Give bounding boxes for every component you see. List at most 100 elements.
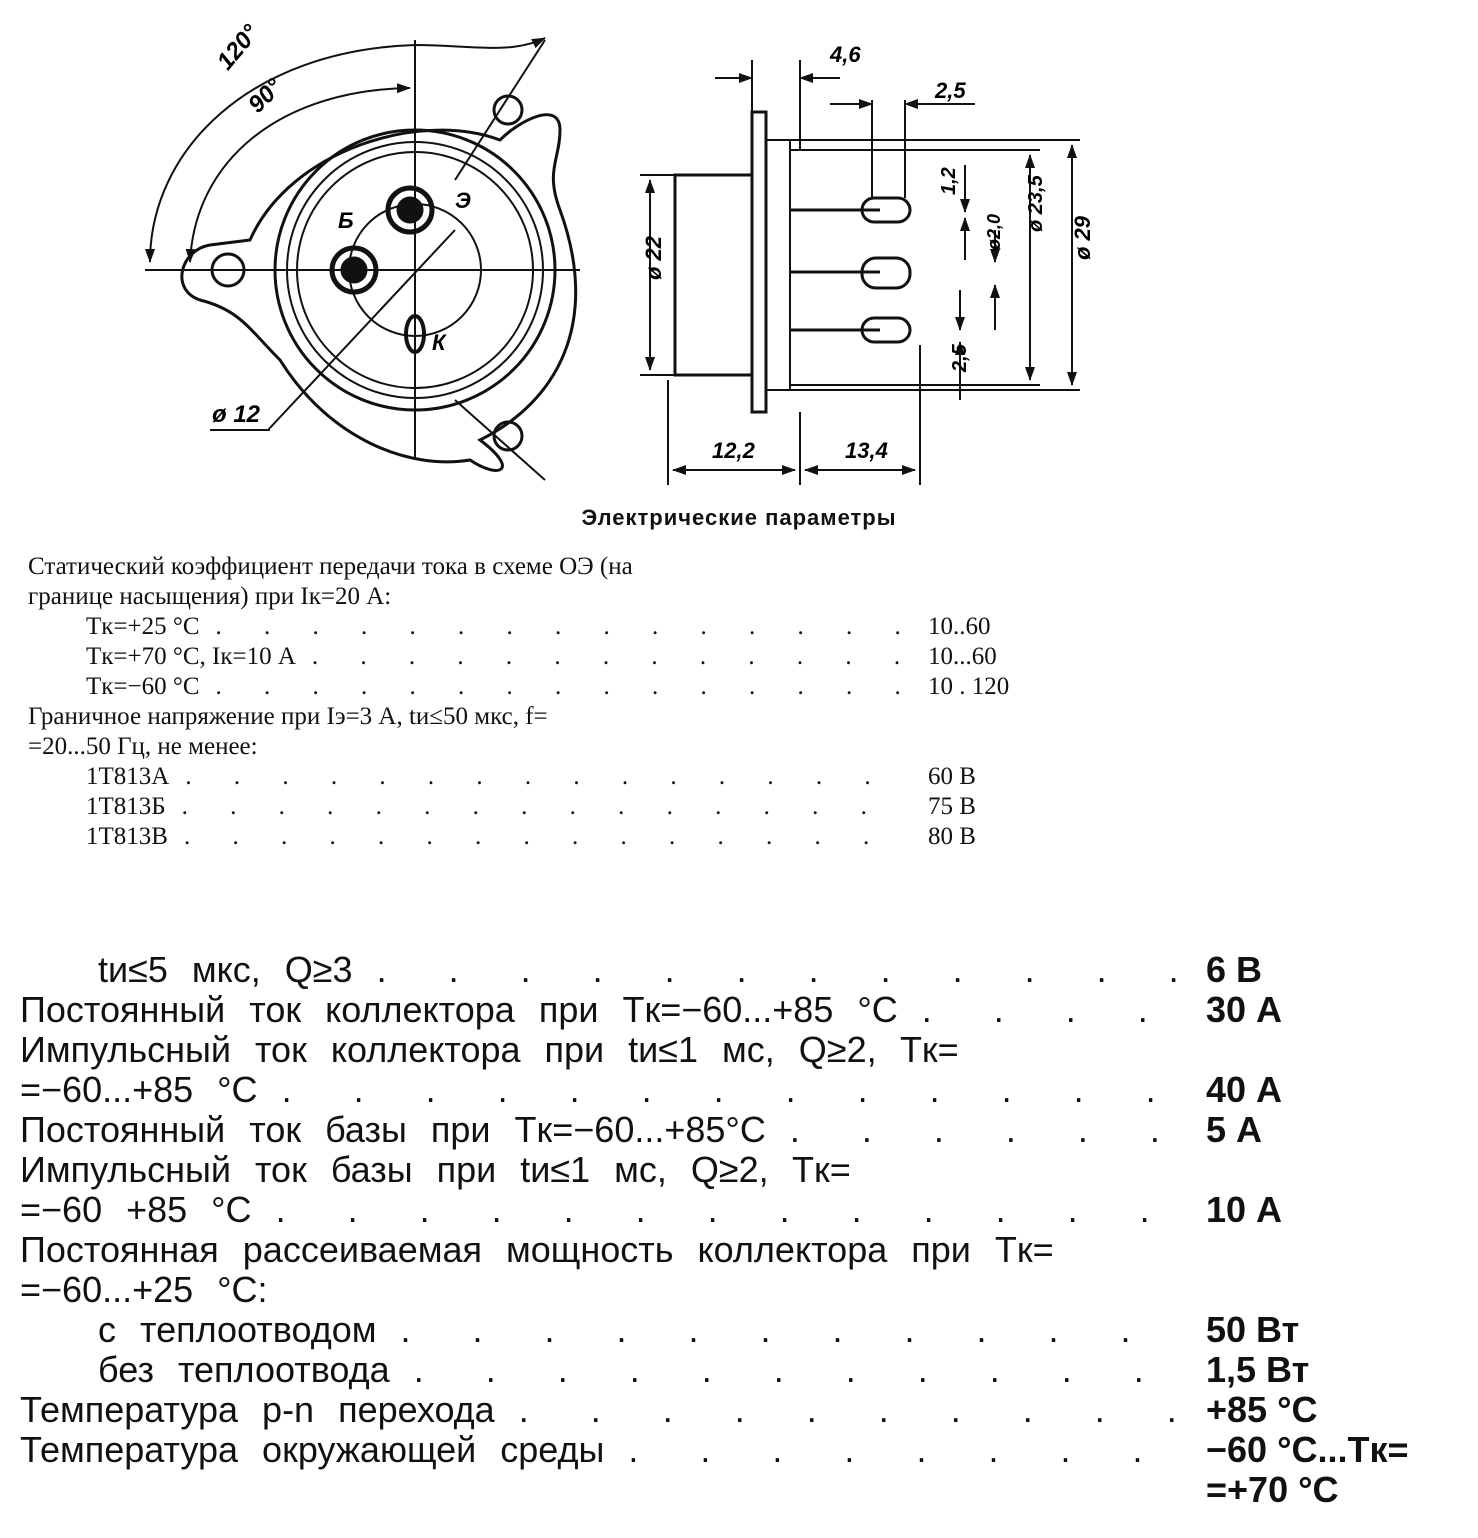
parameter-label-cell: =−60...+85 °C (20, 1070, 1190, 1110)
parameter-label: Постоянная рассеиваемая мощность коллект… (20, 1230, 1054, 1270)
parameter-value: 60 В (928, 763, 976, 790)
transistor-package-drawing: 120° 90° ø 12 Б Э К 4,6 2,5 1,2 ø2,0 ø 2… (145, 19, 1095, 485)
angle-120-label: 120° (212, 19, 265, 75)
parameter-label: без теплоотвода (98, 1350, 390, 1390)
parameter-value: 10..60 (928, 613, 991, 640)
parameter-label: =−60...+25 °C: (20, 1270, 268, 1310)
parameter-label-cell: Статический коэффициент передачи тока в … (28, 552, 908, 582)
dim-12-2-label: 12,2 (712, 438, 756, 463)
leader-dots (296, 642, 908, 672)
parameter-label: с теплоотводом (98, 1310, 377, 1350)
parameter-row: tи≤5 мкс, Q≥3 6 В (20, 950, 1470, 990)
dim-4-6-label: 4,6 (829, 42, 861, 67)
parameter-row: границе насыщения) при Iк=20 А: (28, 582, 1028, 612)
section-heading: Электрические параметры (581, 505, 897, 530)
parameter-value (1190, 1150, 1470, 1190)
parameter-row: 1Т813А 60 В (28, 762, 1028, 792)
parameter-value (1190, 1230, 1470, 1270)
leader-dots (168, 822, 908, 852)
parameter-value (1190, 1030, 1470, 1070)
parameter-row: Статический коэффициент передачи тока в … (28, 552, 1028, 582)
parameter-row: без теплоотвода 1,5 Вт (20, 1350, 1470, 1390)
parameter-row: =+70 °C (20, 1470, 1470, 1510)
parameter-label: Tк=+70 °C, Iк=10 А (86, 643, 296, 670)
parameter-label-cell: Импульсный ток коллектора при tи≤1 мс, Q… (20, 1030, 1190, 1070)
parameter-value (908, 582, 1028, 612)
dim-2-5-bottom-label: 2,5 (949, 343, 971, 373)
parameter-label-cell: Постоянный ток коллектора при Tк=−60...+… (20, 990, 1190, 1030)
leader-dots (200, 612, 908, 642)
parameter-label-cell: границе насыщения) при Iк=20 А: (28, 582, 908, 612)
pin-k-label: К (432, 330, 447, 355)
parameter-row: Постоянный ток коллектора при Tк=−60...+… (20, 990, 1470, 1030)
parameter-label: Импульсный ток коллектора при tи≤1 мс, Q… (20, 1030, 959, 1070)
parameter-label-cell: Граничное напряжение при Iэ=3 А, tи≤50 м… (28, 702, 908, 732)
parameter-label-cell: Tк=−60 °C (28, 672, 908, 702)
parameter-label-cell: Tк=+70 °C, Iк=10 А (28, 642, 908, 672)
parameter-label: Tк=+25 °C (86, 613, 200, 640)
parameter-label-cell: Температура p-n перехода (20, 1390, 1190, 1430)
parameter-row: Граничное напряжение при Iэ=3 А, tи≤50 м… (28, 702, 1028, 732)
parameter-row: Импульсный ток базы при tи≤1 мс, Q≥2, Tк… (20, 1150, 1470, 1190)
parameter-label-cell: без теплоотвода (20, 1350, 1190, 1390)
parameter-value: 50 Вт (1206, 1309, 1300, 1350)
parameter-label-cell: Температура окружающей среды (20, 1430, 1190, 1470)
parameters-list-lower: tи≤5 мкс, Q≥3 6 В Постоянный ток коллектор… (20, 950, 1470, 1510)
parameter-label: Температура окружающей среды (20, 1430, 605, 1470)
lead-middle (860, 256, 912, 290)
mount-hole-top (492, 94, 524, 126)
leader-dots (390, 1350, 1190, 1390)
parameter-label-cell: 1Т813А (28, 762, 908, 792)
parameter-value: 6 В (1206, 949, 1263, 990)
parameter-value: 40 А (1206, 1069, 1283, 1110)
parameter-row: Импульсный ток коллектора при tи≤1 мс, Q… (20, 1030, 1470, 1070)
pin-e-label: Э (455, 188, 471, 213)
parameter-value: 80 В (928, 823, 976, 850)
parameter-label: Постоянный ток базы при Tк=−60...+85°C (20, 1110, 766, 1150)
parameter-row: Температура окружающей среды−60 °C...Tк= (20, 1430, 1470, 1470)
parameter-row: =−60...+85 °C 40 А (20, 1070, 1470, 1110)
parameter-label: =20...50 Гц, не менее: (28, 733, 258, 760)
parameter-label-cell: tи≤5 мкс, Q≥3 (20, 950, 1190, 990)
parameter-label-cell: Постоянный ток базы при Tк=−60...+85°C (20, 1110, 1190, 1150)
leader-dots (898, 990, 1190, 1030)
parameter-value (908, 552, 1028, 582)
parameter-value (1190, 1270, 1470, 1310)
parameters-list-upper: Статический коэффициент передачи тока в … (28, 552, 1028, 852)
parameter-row: =−60 +85 °C10 А (20, 1190, 1470, 1230)
parameter-row: Tк=+25 °C 10..60 (28, 612, 1028, 642)
leader-dots (376, 1310, 1190, 1350)
parameter-value (908, 702, 1028, 732)
dim-d29-label: ø 29 (1070, 215, 1095, 260)
parameter-value: 75 В (928, 793, 976, 820)
parameter-label: tи≤5 мкс, Q≥3 (98, 950, 353, 990)
leader-dots (252, 1190, 1190, 1230)
parameter-label-cell: =−60...+25 °C: (20, 1270, 1190, 1310)
leader-dots (166, 792, 908, 822)
parameter-value: =+70 °C (1206, 1469, 1339, 1510)
parameter-label: 1Т813А (86, 763, 170, 790)
parameter-label-cell: Импульсный ток базы при tи≤1 мс, Q≥2, Tк… (20, 1150, 1190, 1190)
leader-dots (258, 1070, 1190, 1110)
parameter-row: Tк=−60 °C 10 . 120 (28, 672, 1028, 702)
parameter-row: с теплоотводом 50 Вт (20, 1310, 1470, 1350)
dim-d23-5-label: ø 23,5 (1025, 174, 1047, 232)
parameter-label: Граничное напряжение при Iэ=3 А, tи≤50 м… (28, 703, 548, 730)
parameter-label: =−60 +85 °C (20, 1190, 252, 1230)
parameter-label-cell: 1Т813В (28, 822, 908, 852)
parameter-label-cell: =20...50 Гц, не менее: (28, 732, 908, 762)
parameter-row: Постоянный ток базы при Tк=−60...+85°C5 … (20, 1110, 1470, 1150)
leader-dots (200, 672, 908, 702)
parameter-row: =−60...+25 °C: (20, 1270, 1470, 1310)
leader-dots (169, 762, 908, 792)
parameter-row: Температура p-n перехода+85 °C (20, 1390, 1470, 1430)
leader-dots (604, 1430, 1190, 1470)
parameter-row: Постоянная рассеиваемая мощность коллект… (20, 1230, 1470, 1270)
leader-dots (353, 950, 1190, 990)
parameter-value: 10 . 120 (928, 673, 1010, 700)
dim-d2-label: ø2,0 (984, 214, 1004, 250)
side-body (673, 173, 754, 377)
parameter-value: 1,5 Вт (1206, 1349, 1310, 1390)
parameter-label-cell: 1Т813Б (28, 792, 908, 822)
parameter-label: Импульсный ток базы при tи≤1 мс, Q≥2, Tк… (20, 1150, 851, 1190)
